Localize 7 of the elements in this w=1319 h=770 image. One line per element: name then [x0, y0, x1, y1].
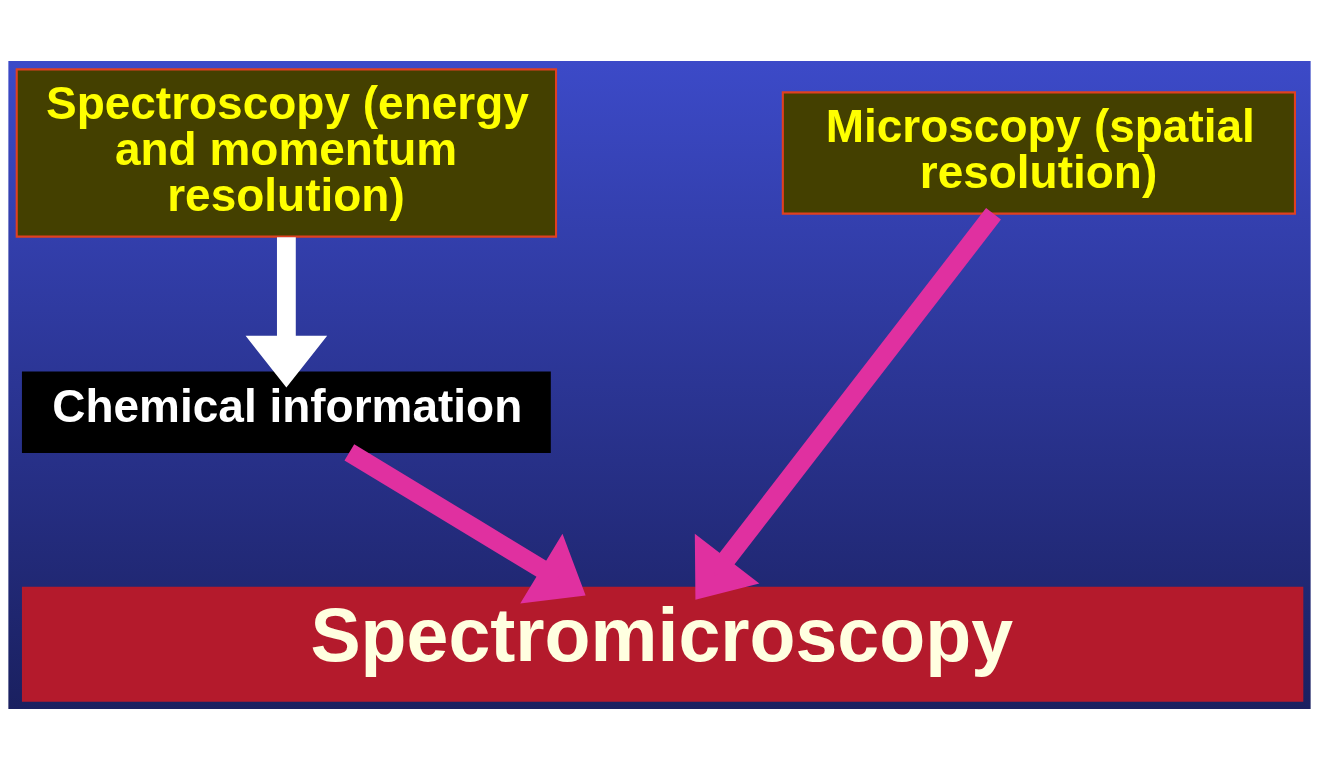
node-box: Microscopy (spatial resolution): [781, 91, 1296, 215]
arrow: [694, 208, 1001, 600]
node-box: Spectroscopy (energy and momentum resolution): [15, 68, 558, 238]
node-box: Spectromicroscopy: [21, 586, 1304, 702]
node-box: Chemical information: [21, 371, 551, 453]
arrow: [344, 444, 586, 604]
arrow: [245, 237, 328, 388]
